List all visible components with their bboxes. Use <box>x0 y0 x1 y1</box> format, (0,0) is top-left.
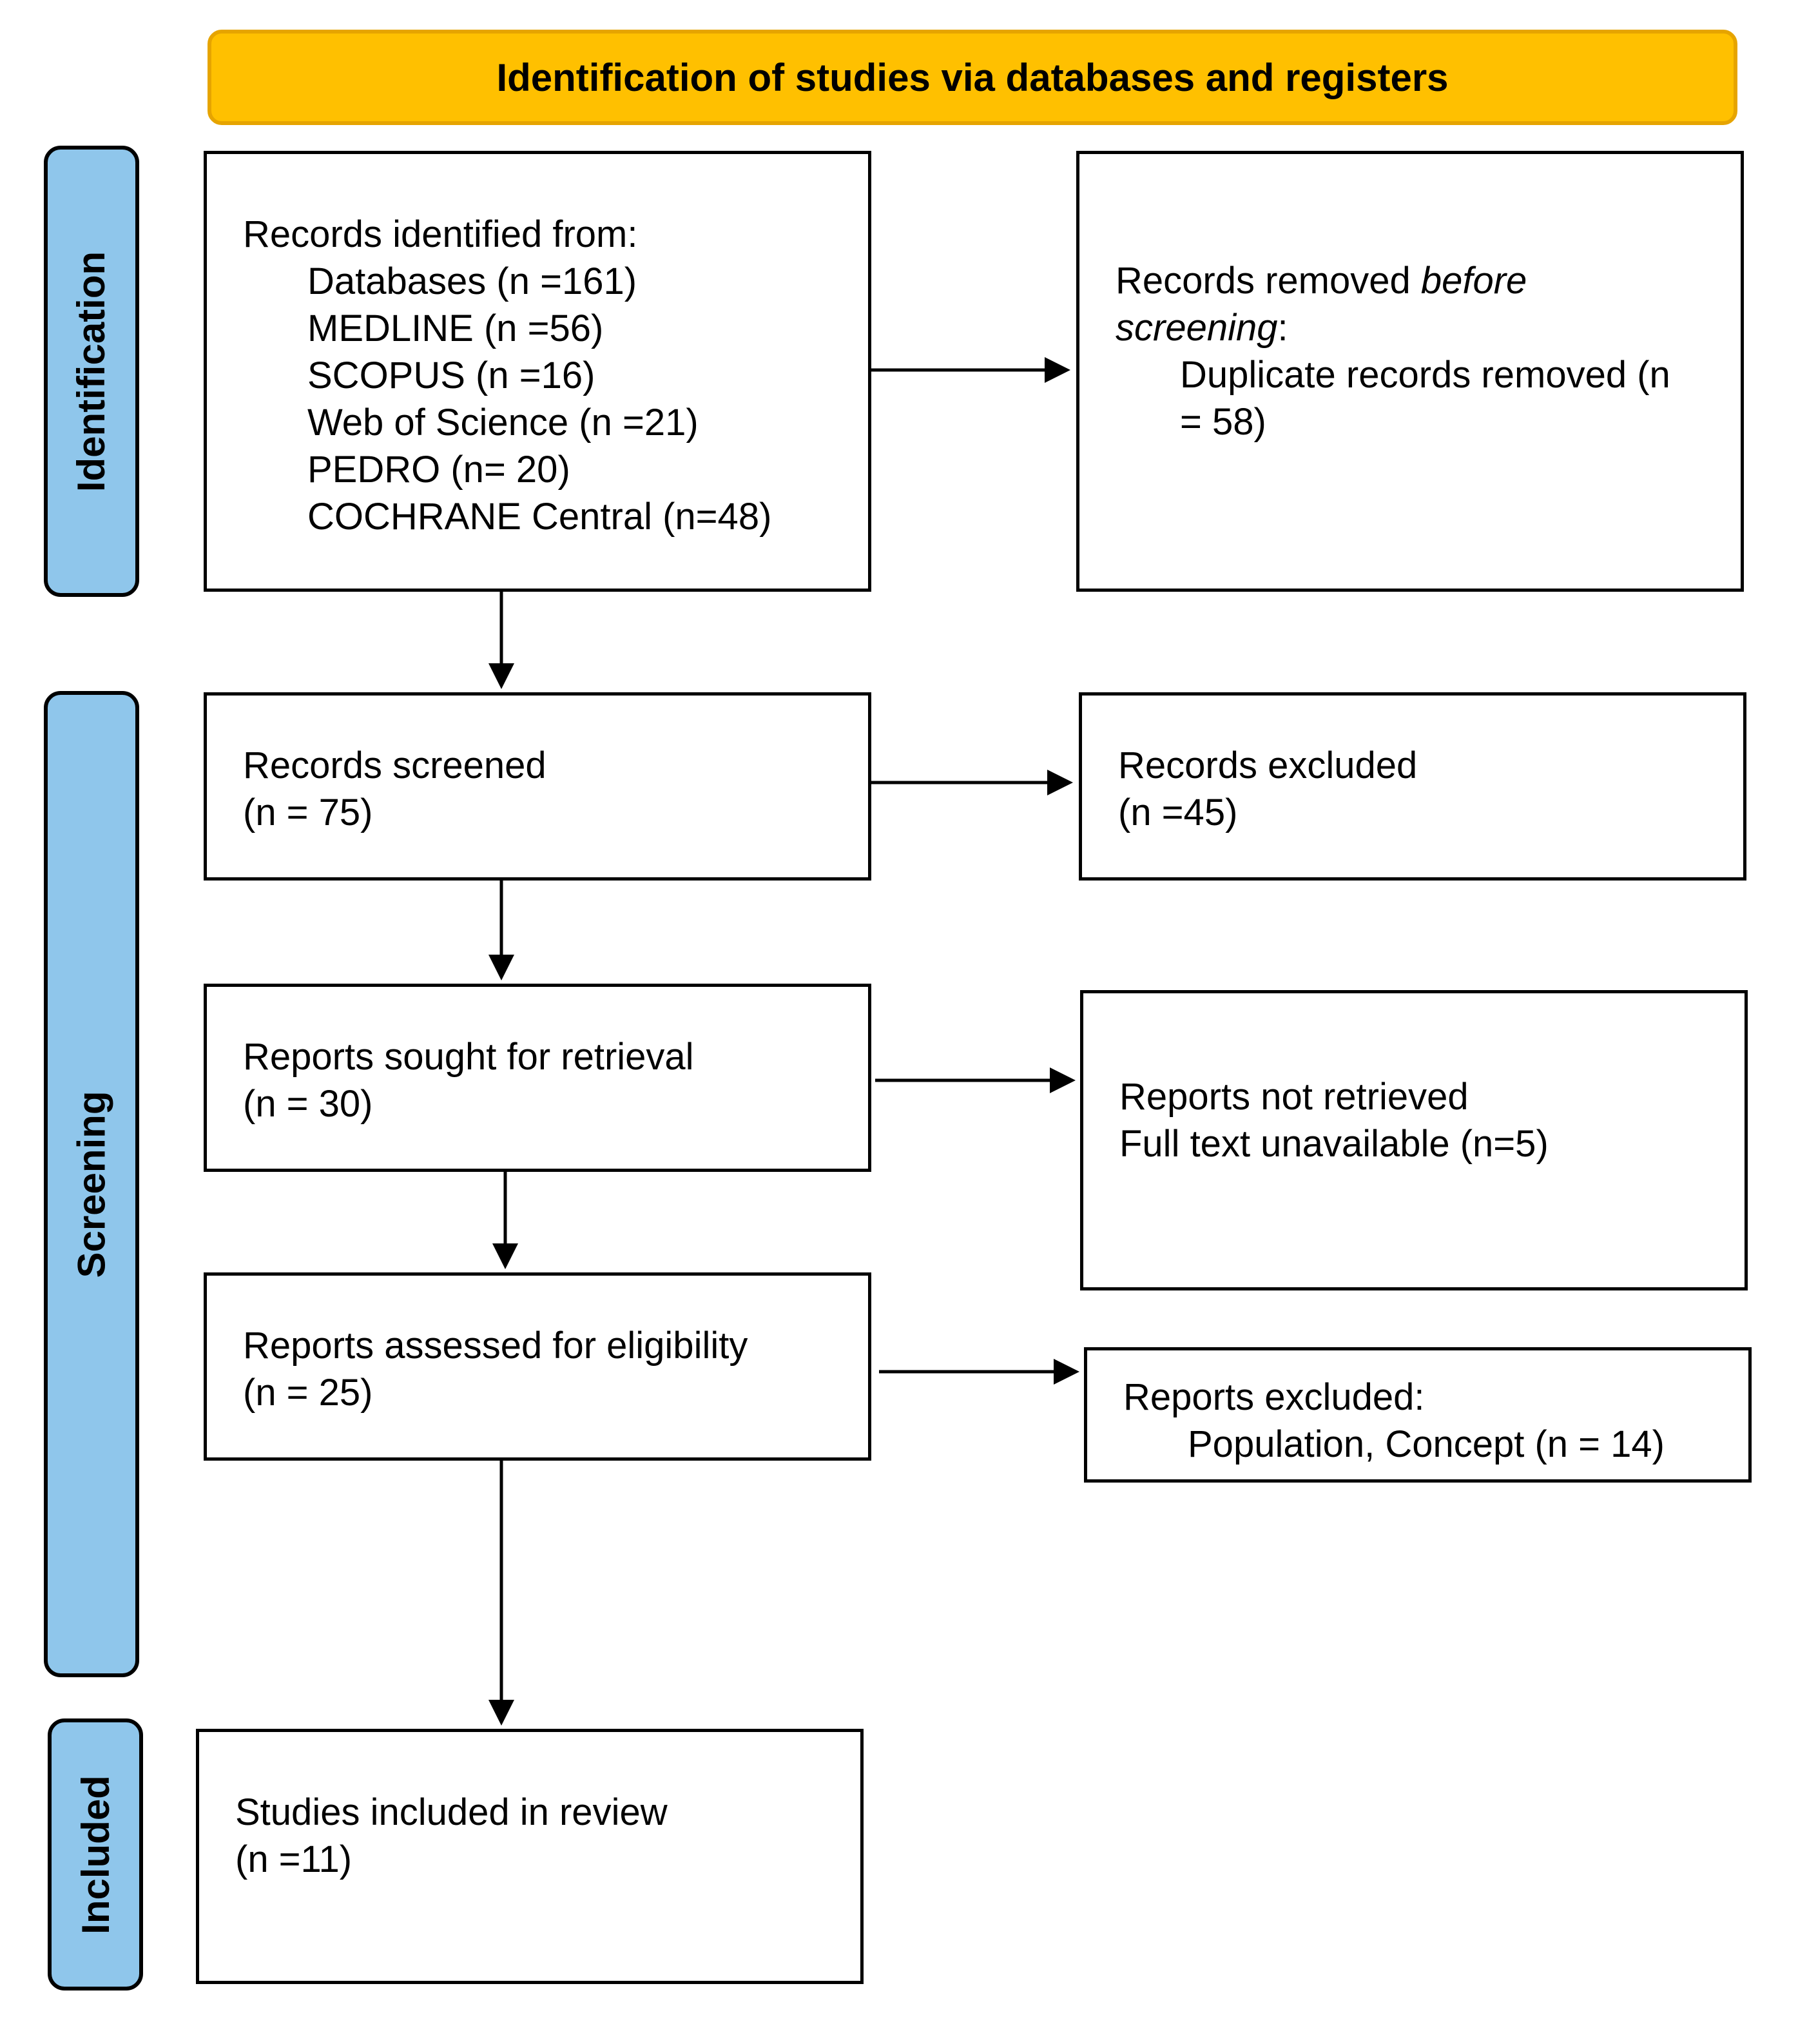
records-screened-label: Records screened <box>243 745 546 786</box>
studies-included-label: Studies included in review <box>235 1791 668 1833</box>
records-removed-box: Records removed before screening: Duplic… <box>1076 151 1744 592</box>
records-excluded-box: Records excluded (n =45) <box>1079 692 1746 881</box>
records-excluded-label: Records excluded <box>1118 745 1418 786</box>
source-databases: Databases (n =161) <box>307 260 637 302</box>
reports-excluded-label: Reports excluded: <box>1123 1376 1425 1418</box>
reports-sought-label: Reports sought for retrieval <box>243 1036 694 1078</box>
reports-sought-box: Reports sought for retrieval (n = 30) <box>204 984 871 1172</box>
records-removed-heading-line1: Records removed before <box>1116 257 1741 304</box>
studies-included-count: (n =11) <box>235 1838 353 1880</box>
full-text-unavailable: Full text unavailable (n=5) <box>1119 1123 1549 1165</box>
reports-not-retrieved-box: Reports not retrieved Full text unavaila… <box>1080 990 1748 1290</box>
records-removed-heading-line2: screening: <box>1116 304 1741 351</box>
duplicates-removed-line2: = 58) <box>1180 401 1266 443</box>
source-web-of-science: Web of Science (n =21) <box>307 402 699 443</box>
duplicates-removed-line1: Duplicate records removed (n <box>1180 354 1670 396</box>
records-identified-heading: Records identified from: <box>243 213 638 255</box>
phase-included: Included <box>48 1718 143 1990</box>
header-banner: Identification of studies via databases … <box>208 30 1737 125</box>
source-pedro: PEDRO (n= 20) <box>307 449 570 491</box>
records-removed-before: before <box>1420 260 1527 302</box>
source-cochrane: COCHRANE Central (n=48) <box>307 496 772 538</box>
reports-excluded-reason: Population, Concept (n = 14) <box>1188 1423 1665 1465</box>
reports-assessed-label: Reports assessed for eligibility <box>243 1325 748 1367</box>
reports-not-retrieved-label: Reports not retrieved <box>1119 1076 1469 1118</box>
reports-excluded-box: Reports excluded: Population, Concept (n… <box>1084 1347 1752 1483</box>
source-medline: MEDLINE (n =56) <box>307 307 604 349</box>
phase-identification: Identification <box>44 146 139 597</box>
records-removed-text: Records removed <box>1116 260 1421 302</box>
records-screened-count: (n = 75) <box>243 792 373 833</box>
reports-assessed-box: Reports assessed for eligibility (n = 25… <box>204 1272 871 1461</box>
records-removed-colon: : <box>1277 307 1288 349</box>
records-removed-screening: screening <box>1116 307 1278 349</box>
reports-assessed-count: (n = 25) <box>243 1372 373 1414</box>
studies-included-box: Studies included in review (n =11) <box>196 1729 864 1984</box>
reports-sought-count: (n = 30) <box>243 1083 373 1125</box>
records-screened-box: Records screened (n = 75) <box>204 692 871 881</box>
header-title: Identification of studies via databases … <box>496 55 1449 99</box>
records-excluded-count: (n =45) <box>1118 792 1238 833</box>
source-scopus: SCOPUS (n =16) <box>307 355 595 396</box>
phase-screening: Screening <box>44 691 139 1677</box>
records-identified-box: Records identified from: Databases (n =1… <box>204 151 871 592</box>
